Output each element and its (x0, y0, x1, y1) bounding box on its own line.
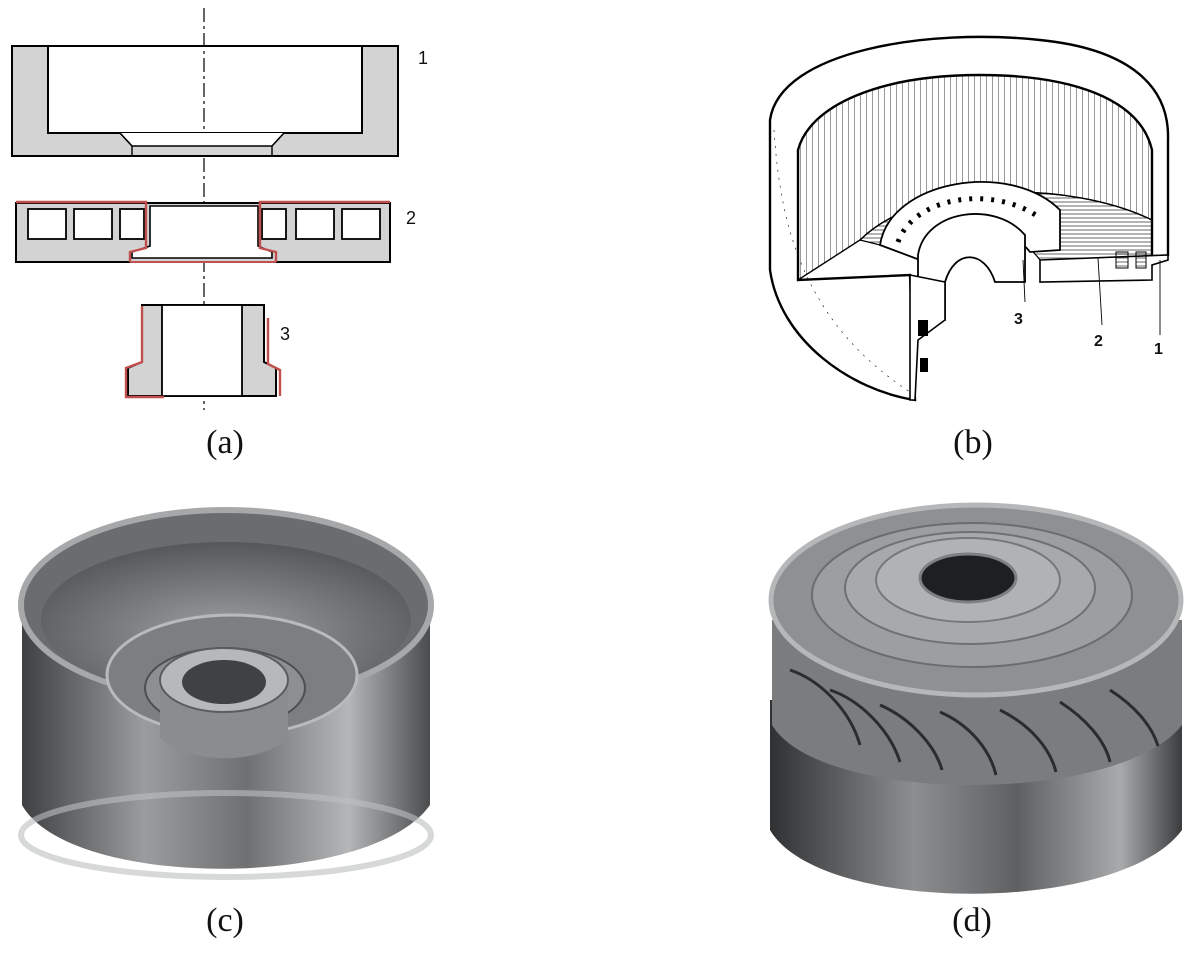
label-b-1: 1 (1154, 341, 1163, 358)
impeller-blades (789, 668, 1160, 776)
part-2-section (15, 200, 391, 263)
caption-c: (c) (206, 902, 244, 939)
caption-b: (b) (953, 424, 993, 461)
label-b-3: 3 (1014, 311, 1023, 328)
label-part-2: 2 (406, 208, 416, 228)
cutaway-sketch: 3 2 1 (768, 35, 1170, 402)
caption-d: (d) (952, 902, 992, 939)
caption-a: (a) (206, 424, 244, 461)
impeller-photo (768, 502, 1184, 894)
housing-photo (18, 507, 434, 880)
label-b-2: 2 (1094, 333, 1103, 350)
label-part-1: 1 (418, 48, 428, 68)
label-part-3: 3 (280, 324, 290, 344)
cross-section-drawing: 1 2 3 (11, 8, 428, 410)
cut-face (1039, 254, 1169, 283)
part-3-section (124, 304, 282, 399)
part-1-section (11, 45, 399, 157)
